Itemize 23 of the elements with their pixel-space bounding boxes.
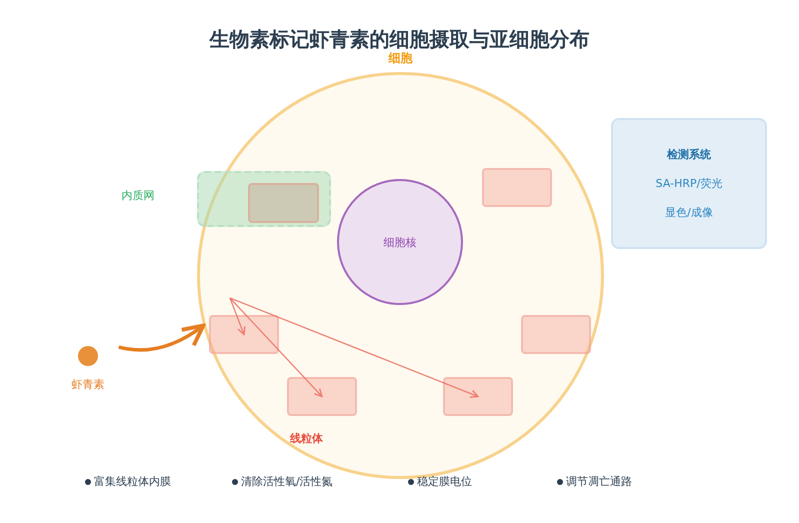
er-label: 内质网 [120, 188, 156, 203]
bullet-note: 调节凋亡通路 [566, 474, 632, 489]
mitochondrion-box [443, 377, 513, 416]
arrow [229, 298, 246, 336]
bullet-note: 稳定膜电位 [417, 474, 472, 489]
mitochondria-label: 线粒体 [290, 431, 323, 446]
mitochondrion-box [482, 168, 552, 207]
mitochondrion-box [287, 377, 357, 416]
bullet-note: 富集线粒体内膜 [94, 474, 171, 489]
organelle-box [248, 183, 319, 223]
detection-panel [611, 118, 767, 249]
astaxanthin-label: 虾青素 [70, 377, 106, 392]
cell-label: 细胞 [387, 50, 414, 67]
mitochondrion-box [521, 315, 591, 354]
panel-heading: 检测系统 [667, 147, 711, 162]
mitochondrion-box [209, 315, 279, 354]
uptake-arrow [118, 324, 206, 352]
arrow [230, 298, 323, 398]
bullet-note: 清除活性氧/活性氮 [241, 474, 333, 489]
diagram-title: 生物素标记虾青素的细胞摄取与亚细胞分布 [208, 26, 590, 52]
panel-text: 显色/成像 [665, 205, 713, 220]
panel-text: SA-HRP/荧光 [656, 176, 722, 191]
arrow [230, 297, 479, 398]
